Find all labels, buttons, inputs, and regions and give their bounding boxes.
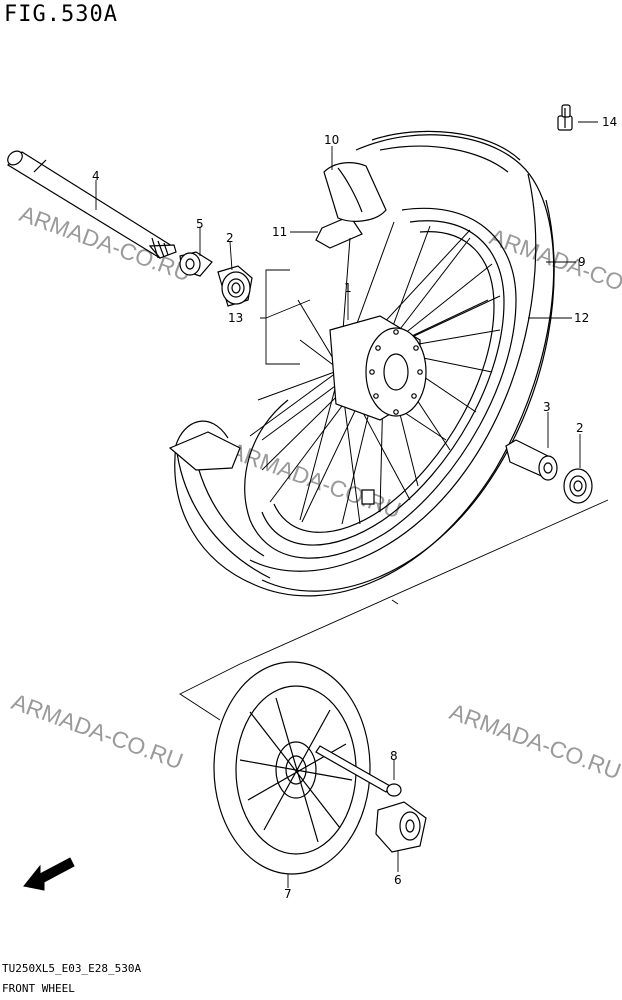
callout-2-right: 2: [576, 421, 584, 435]
fwd-arrow-icon: FWD: [23, 850, 75, 891]
model-code: TU250XL5_E03_E28_530A: [2, 962, 142, 975]
spacer-left: [179, 251, 213, 277]
callout-12: 12: [574, 311, 589, 325]
axis-guide-lines: [179, 499, 609, 721]
callout-6: 6: [394, 873, 402, 887]
callout-11: 11: [272, 225, 287, 239]
callout-9: 9: [578, 255, 586, 269]
bearing-left: [217, 265, 253, 307]
leader-lines: [95, 121, 598, 888]
callout-13: 13: [228, 311, 243, 325]
callout-1: 1: [344, 281, 352, 295]
disc-bolt: [315, 745, 402, 797]
figure-name: FRONT WHEEL: [2, 982, 75, 995]
watermark-3: ARMADA-CO.RU: [226, 437, 404, 523]
inner-tube: [323, 162, 387, 222]
watermark-5: ARMADA-CO.RU: [446, 698, 622, 784]
bearing-right: [563, 468, 593, 504]
axle: [7, 150, 177, 259]
rim: [244, 207, 517, 559]
callout-numbers: 1 2 2 3 4 5 6 7 8 9 10 11 12 13 14: [92, 115, 617, 901]
callout-2-left: 2: [226, 231, 234, 245]
callout-14: 14: [602, 115, 617, 129]
watermark-4: ARMADA-CO.RU: [8, 688, 186, 774]
speedometer-gearbox: [375, 801, 427, 853]
valve-cap: [557, 104, 573, 131]
callout-7: 7: [284, 887, 292, 901]
callout-4: 4: [92, 169, 100, 183]
figure-title: FIG.530A: [4, 2, 118, 27]
callout-5: 5: [196, 217, 204, 231]
callout-10: 10: [324, 133, 339, 147]
callout-3: 3: [543, 400, 551, 414]
spacer-right: [505, 439, 558, 481]
tire: [168, 130, 555, 597]
callout-8: 8: [390, 749, 398, 763]
hub: [329, 315, 427, 505]
brake-disc: [213, 661, 371, 875]
